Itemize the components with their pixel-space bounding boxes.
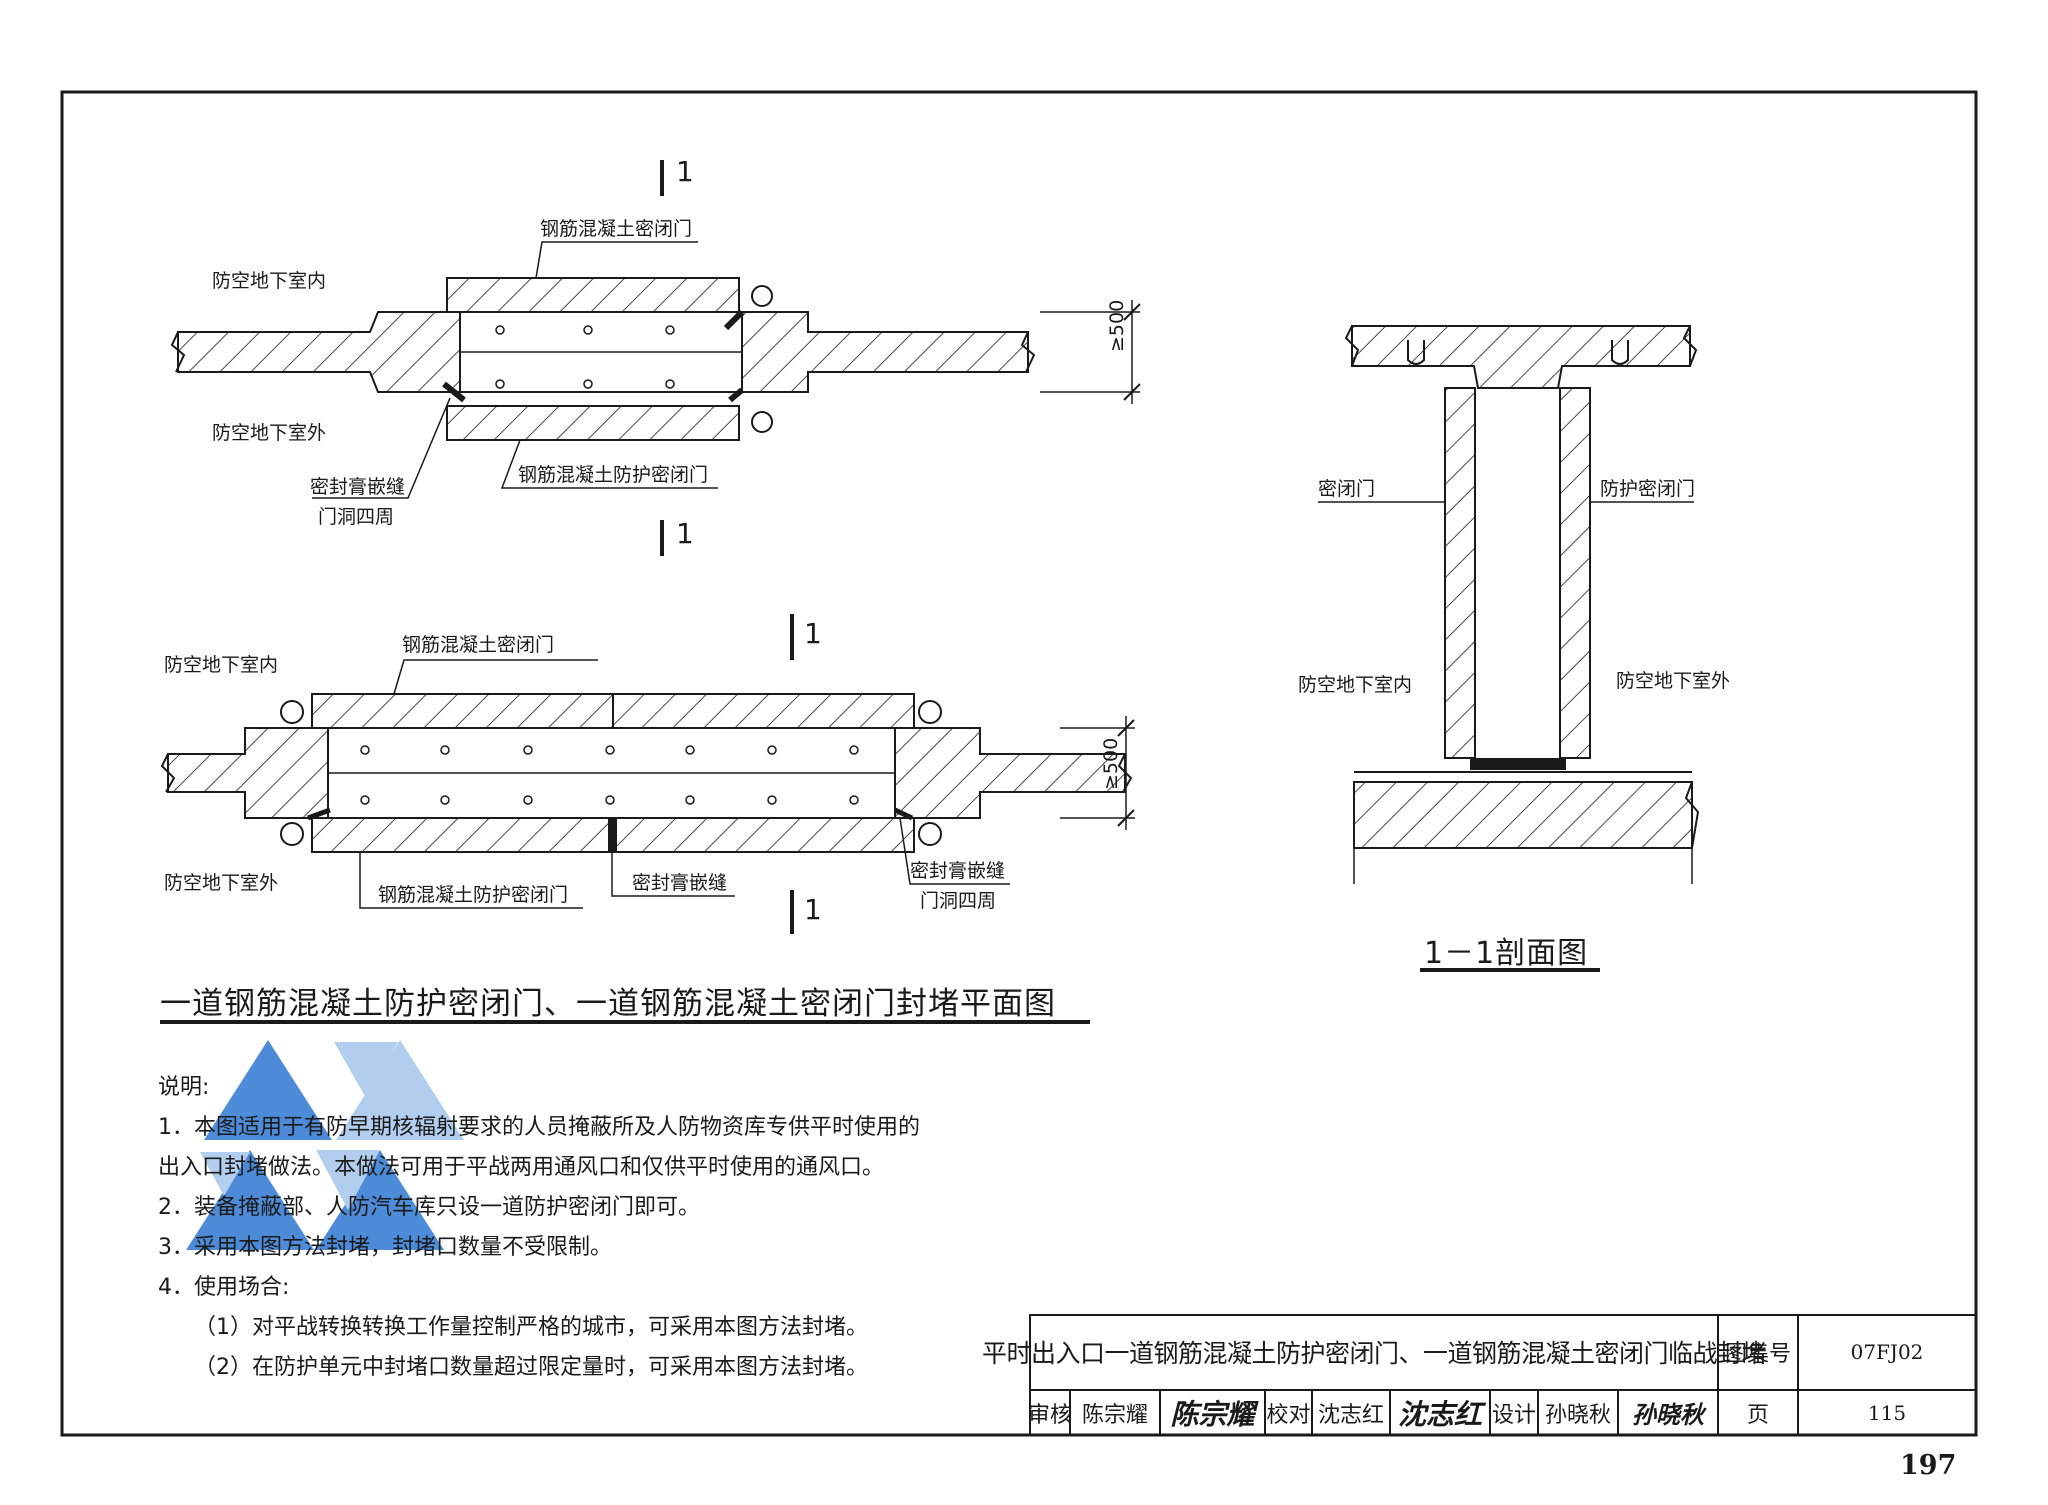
note-line: （2）在防护单元中封堵口数量超过限定量时，可采用本图方法封堵。 [194, 1355, 868, 1380]
note-line: 4．使用场合: [158, 1275, 290, 1300]
sheet-frame [60, 90, 1978, 1437]
plan-bottom-label-seal-mid: 密封膏嵌缝 [632, 872, 728, 894]
title-block-designer: 孙晓秋 [1544, 1402, 1611, 1428]
note-line: 出入口封堵做法。本做法可用于平战两用通风口和仅供平时使用的通风口。 [158, 1155, 885, 1180]
plan-bottom-section-mark-lower: 1 [804, 893, 822, 926]
title-block-design-label: 设计 [1491, 1402, 1536, 1428]
plan-title: 一道钢筋混凝土防护密闭门、一道钢筋混凝土密闭门封堵平面图 [160, 986, 1056, 1022]
title-block-title: 平时出入口一道钢筋混凝土防护密闭门、一道钢筋混凝土密闭门临战封堵 [982, 1339, 1767, 1368]
notes-block: 说明: 1．本图适用于有防早期核辐射要求的人员掩蔽所及人防物资库专供平时使用的 … [158, 1068, 1058, 1388]
title-block-check-label: 校对 [1266, 1402, 1311, 1428]
plan-top-label-outside: 防空地下室外 [212, 422, 327, 444]
section-label-protective-door: 防护密闭门 [1600, 478, 1696, 500]
section-label-airtight-door: 密闭门 [1318, 478, 1376, 500]
title-block-review-signature: 陈宗耀 [1170, 1397, 1255, 1431]
title-block-page-label: 页 [1746, 1402, 1769, 1428]
plan-bottom-dimension: ≥500 [1100, 737, 1122, 790]
plan-bottom-label-inside: 防空地下室内 [164, 654, 279, 676]
plan-top-label-seal: 密封膏嵌缝 [310, 476, 406, 498]
plan-bottom-label-opening: 门洞四周 [920, 890, 997, 912]
plan-top-section-mark-upper: 1 [676, 155, 694, 188]
plan-bottom-label-protective-door: 钢筋混凝土防护密闭门 [378, 884, 569, 906]
note-line: 1．本图适用于有防早期核辐射要求的人员掩蔽所及人防物资库专供平时使用的 [158, 1115, 920, 1140]
title-block-grid [1029, 1314, 1977, 1436]
watermark-logo [186, 1040, 464, 1250]
notes-heading: 说明: [158, 1075, 210, 1100]
title-block-checker: 沈志红 [1317, 1402, 1384, 1428]
note-line: 3．采用本图方法封堵，封堵口数量不受限制。 [158, 1235, 612, 1260]
title-block-review-label: 审核 [1028, 1402, 1073, 1428]
title-block-atlas-no: 07FJ02 [1850, 1340, 1924, 1364]
plan-bottom-label-outside: 防空地下室外 [164, 872, 279, 894]
plan-bottom-label-seal: 密封膏嵌缝 [910, 860, 1006, 882]
plan-top-dimension: ≥500 [1106, 299, 1128, 352]
plan-top-section-mark-lower: 1 [676, 517, 694, 550]
note-line: （1）对平战转换转换工作量控制严格的城市，可采用本图方法封堵。 [194, 1315, 868, 1340]
plan-top-label-protective-door: 钢筋混凝土防护密闭门 [518, 464, 709, 486]
note-line: 2．装备掩蔽部、人防汽车库只设一道防护密闭门即可。 [158, 1195, 700, 1220]
title-block-page-no: 115 [1867, 1400, 1907, 1425]
section-title: 1－1剖面图 [1424, 936, 1589, 971]
section-label-outside: 防空地下室外 [1616, 670, 1731, 692]
plan-bottom-label-airtight-door: 钢筋混凝土密闭门 [402, 634, 555, 656]
plan-bottom-graphic [160, 614, 1135, 934]
plan-top-label-opening: 门洞四周 [318, 506, 395, 528]
title-block-reviewer: 陈宗耀 [1081, 1402, 1148, 1428]
title-block-check-signature: 沈志红 [1397, 1397, 1482, 1431]
section-label-inside: 防空地下室内 [1298, 674, 1413, 696]
book-page-number: 197 [1900, 1450, 1957, 1481]
plan-top-label-inside: 防空地下室内 [212, 270, 327, 292]
section-graphic [1318, 325, 1700, 972]
title-block-atlas-label: 图集号 [1724, 1342, 1791, 1367]
title-block-design-signature: 孙晓秋 [1632, 1400, 1704, 1429]
plan-top-label-airtight-door: 钢筋混凝土密闭门 [540, 218, 693, 240]
plan-bottom-section-mark-upper: 1 [804, 617, 822, 650]
plan-top-graphic [170, 160, 1141, 556]
